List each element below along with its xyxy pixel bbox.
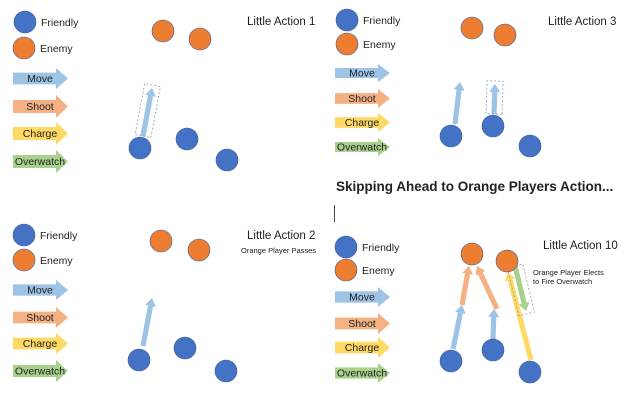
overwatch-legend-label: Overwatch (15, 366, 65, 378)
move-legend-arrow-icon (335, 287, 390, 307)
shoot-legend-label: Shoot (26, 101, 54, 113)
charge-legend-label: Charge (345, 342, 380, 354)
enemy-unit (188, 27, 212, 51)
shoot-legend-label: Shoot (348, 318, 376, 330)
friendly-legend-icon (334, 235, 358, 259)
enemy-legend-icon (12, 36, 36, 60)
enemy-unit (460, 242, 484, 266)
shoot-action-arrow (475, 266, 500, 311)
enemy-unit (493, 23, 517, 47)
friendly-legend-label: Friendly (40, 230, 78, 242)
enemy-legend-icon (12, 248, 36, 272)
panel-title: Little Action 10 (543, 240, 618, 252)
enemy-legend-label: Enemy (40, 43, 73, 55)
panel-title: Little Action 3 (548, 16, 616, 28)
selection-box (134, 83, 161, 138)
enemy-legend-icon (335, 32, 359, 56)
friendly-unit (518, 360, 542, 384)
shoot-action-arrow (459, 266, 474, 306)
enemy-legend-label: Enemy (40, 255, 73, 267)
shoot-legend-label: Shoot (26, 312, 54, 324)
friendly-unit (518, 134, 542, 158)
overwatch-action-arrow (512, 265, 530, 311)
move-legend-label: Move (349, 292, 375, 304)
overwatch-legend-arrow-icon (13, 150, 68, 173)
friendly-unit (175, 127, 199, 151)
panel-title: Little Action 1 (247, 16, 315, 28)
move-legend-label: Move (349, 68, 375, 80)
overwatch-legend-label: Overwatch (15, 156, 65, 168)
friendly-legend-icon (12, 223, 36, 247)
charge-action-arrow (504, 272, 534, 361)
friendly-legend-icon (13, 10, 37, 34)
move-legend-label: Move (27, 73, 53, 85)
friendly-unit (128, 136, 152, 160)
friendly-unit (215, 148, 239, 172)
move-action-arrow (140, 88, 156, 137)
shoot-legend-arrow-icon (13, 307, 68, 328)
shoot-legend-label: Shoot (348, 93, 376, 105)
friendly-unit (173, 336, 197, 360)
move-action-arrow (140, 298, 156, 347)
overwatch-legend-arrow-icon (335, 138, 390, 156)
charge-legend-label: Charge (345, 117, 380, 129)
overwatch-legend-label: Overwatch (337, 368, 387, 380)
charge-legend-label: Charge (23, 128, 58, 140)
overwatch-legend-arrow-icon (335, 363, 390, 383)
move-action-arrow (489, 84, 501, 115)
friendly-unit (439, 349, 463, 373)
friendly-unit (481, 114, 505, 138)
panel-note: Orange Player Passes (241, 246, 316, 255)
shoot-legend-arrow-icon (13, 95, 68, 118)
charge-legend-arrow-icon (13, 122, 68, 145)
panel-note: to Fire Overwatch (533, 277, 592, 286)
enemy-unit (149, 229, 173, 253)
move-legend-arrow-icon (335, 64, 390, 82)
charge-legend-label: Charge (23, 338, 58, 350)
friendly-unit (481, 338, 505, 362)
overwatch-legend-arrow-icon (13, 360, 68, 382)
enemy-legend-icon (334, 258, 358, 282)
enemy-unit (495, 249, 519, 273)
enemy-unit (187, 238, 211, 262)
charge-legend-arrow-icon (335, 113, 390, 132)
section-heading: Skipping Ahead to Orange Players Action.… (336, 179, 613, 194)
friendly-legend-label: Friendly (41, 17, 79, 29)
friendly-unit (439, 124, 463, 148)
panel-title: Little Action 2 (247, 230, 315, 242)
friendly-legend-icon (335, 8, 359, 32)
move-action-arrow (450, 305, 466, 350)
overwatch-legend-label: Overwatch (337, 142, 387, 154)
friendly-legend-label: Friendly (363, 15, 401, 27)
panel-note: Orange Player Elects (533, 268, 604, 277)
shoot-legend-arrow-icon (335, 89, 390, 108)
friendly-unit (214, 359, 238, 383)
shoot-legend-arrow-icon (335, 313, 390, 334)
enemy-legend-label: Enemy (362, 265, 395, 277)
move-action-arrow (452, 82, 465, 125)
friendly-legend-label: Friendly (362, 242, 400, 254)
charge-legend-arrow-icon (13, 333, 68, 354)
charge-legend-arrow-icon (335, 337, 390, 358)
move-legend-label: Move (27, 285, 53, 297)
enemy-unit (460, 16, 484, 40)
enemy-unit (151, 19, 175, 43)
selection-box (485, 80, 504, 115)
move-legend-arrow-icon (13, 280, 68, 300)
move-legend-arrow-icon (13, 68, 68, 89)
enemy-legend-label: Enemy (363, 39, 396, 51)
friendly-unit (127, 348, 151, 372)
move-action-arrow (488, 309, 500, 340)
selection-box (506, 263, 535, 317)
